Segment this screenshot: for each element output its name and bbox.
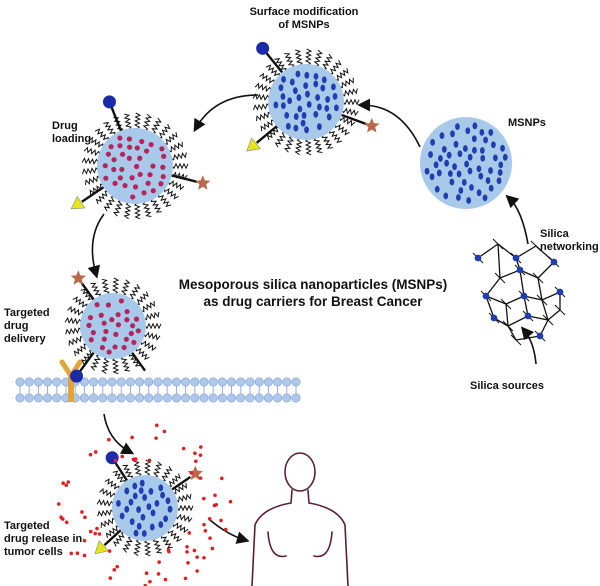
label-drug-loading: Drug loading [52, 120, 92, 145]
silica-network [472, 238, 566, 346]
arrow-to-surface-modification [357, 98, 421, 148]
silica-node [482, 292, 490, 300]
particle-core [80, 293, 146, 359]
cycle-arrows [87, 94, 537, 544]
msnp-surface-modified [246, 41, 380, 156]
ligand-triangle-icon [70, 195, 86, 210]
ligand-star-icon [364, 118, 380, 133]
msnp-drug-release [94, 451, 203, 557]
silica-node [536, 332, 544, 340]
released-drug-dots [56, 423, 233, 586]
head-outline [284, 452, 316, 492]
msnp-plain [420, 117, 512, 209]
ligand-ball-icon [102, 95, 116, 109]
ligand-star-icon [70, 270, 86, 285]
arrow-to-msnps [505, 194, 529, 245]
silica-node [490, 314, 498, 322]
silica-node [516, 266, 524, 274]
label-targeted-drug-delivery: Targeted drug delivery [4, 307, 50, 345]
ligand-triangle-icon [94, 540, 109, 555]
human-body-outline [251, 452, 349, 586]
ligand-star-icon [187, 465, 203, 480]
diagram-title: Mesoporous silica nanoparticles (MSNPs) … [178, 277, 448, 309]
label-msnps: MSNPs [508, 117, 546, 129]
silica-node [524, 312, 532, 320]
silica-node [474, 254, 482, 262]
silica-node [550, 258, 558, 266]
ligand-ball-icon [70, 369, 84, 383]
ligand-star-icon [195, 175, 211, 190]
left-shoulder [251, 489, 293, 586]
arrow-to-drug-release [103, 413, 135, 455]
left-breast [267, 531, 287, 558]
arrow-to-drug-loading [193, 94, 259, 133]
arrow-to-networking [520, 326, 537, 365]
nanoparticles [56, 41, 512, 586]
arrow-to-patient [209, 519, 250, 544]
label-silica-sources: Silica sources [470, 380, 544, 392]
msnp-drug-loaded [70, 95, 211, 220]
silica-node [556, 288, 564, 296]
label-surface-modification: Surface modification of MSNPs [249, 6, 359, 31]
silica-node [520, 292, 528, 300]
msnp-targeted-delivery [64, 270, 162, 383]
label-targeted-drug-release: Targeted drug release in tumor cells [4, 520, 83, 558]
silica-node [512, 254, 520, 262]
arrow-to-targeted-delivery [87, 213, 105, 279]
label-silica-networking: Silica networking [540, 228, 599, 253]
right-shoulder [307, 489, 349, 586]
ligand-ball-icon [105, 451, 119, 465]
right-breast [313, 531, 333, 558]
receptor-icon [68, 372, 74, 402]
ligand-ball-icon [256, 41, 270, 55]
ligand-triangle-icon [246, 137, 261, 152]
cell-membrane [15, 359, 301, 403]
